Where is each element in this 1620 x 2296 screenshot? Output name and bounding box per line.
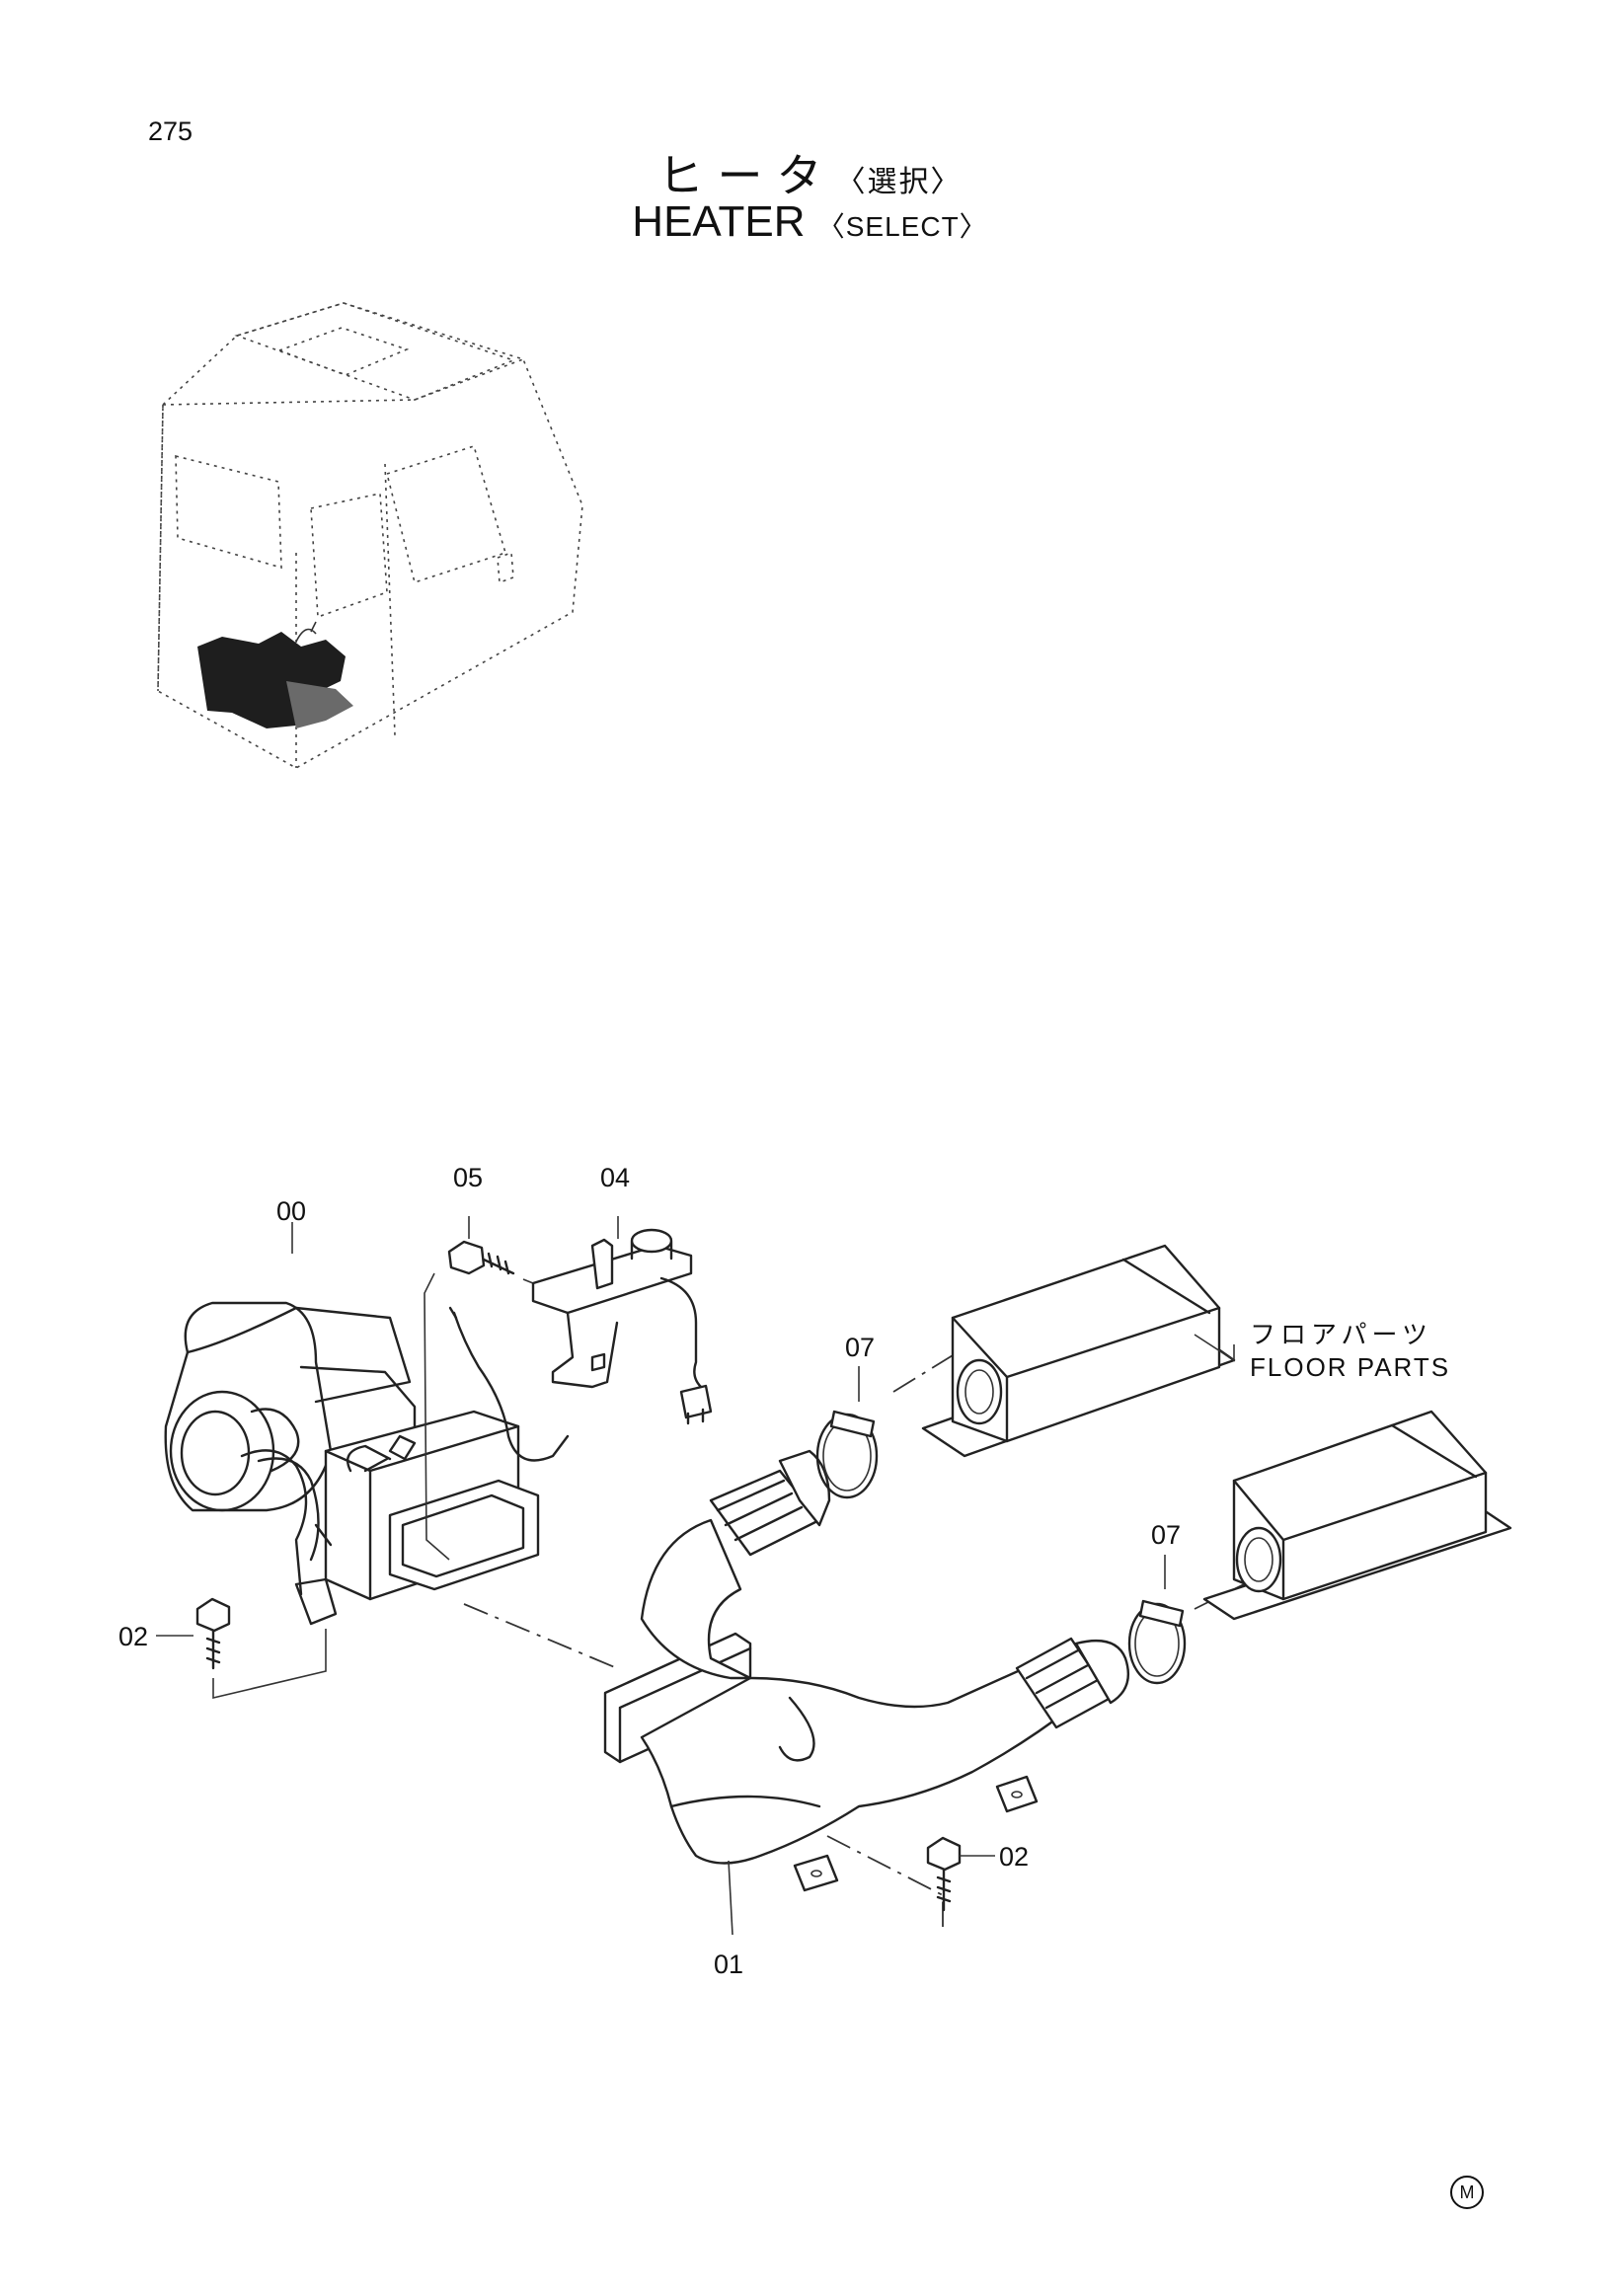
- duct-illustration: [603, 1449, 1130, 1936]
- bolt-right-illustration: [926, 1836, 995, 1912]
- page-number: 275: [148, 116, 193, 146]
- control-cable-illustration: [424, 1272, 570, 1561]
- title-english: HEATER: [632, 197, 806, 246]
- control-bracket-illustration: [531, 1216, 713, 1425]
- leader-line-upper-unit: [892, 1351, 959, 1393]
- title-japanese: ヒータ: [657, 150, 836, 201]
- leader-line-bolt-right: [826, 1835, 944, 1927]
- callout-02-right: 02: [999, 1842, 1030, 1872]
- page-title-japanese: ヒータ〈選択〉: [0, 140, 1620, 205]
- cab-overview-illustration: [157, 302, 583, 769]
- callout-07-upper: 07: [845, 1333, 876, 1362]
- bolt-left-illustration: [195, 1597, 327, 1700]
- floor-part-upper-illustration: [921, 1244, 1236, 1458]
- clamp-lower-illustration: [1127, 1555, 1187, 1685]
- callout-00: 00: [276, 1196, 307, 1226]
- title-english-note: 〈SELECT〉: [816, 211, 988, 242]
- callout-07-lower: 07: [1151, 1520, 1182, 1550]
- clamp-upper-illustration: [815, 1366, 879, 1499]
- leader-line-outlet: [463, 1603, 618, 1669]
- callout-04: 04: [600, 1163, 631, 1192]
- floor-parts-label-japanese: フロアパーツ: [1250, 1320, 1432, 1349]
- page-title-english: HEATER 〈SELECT〉: [0, 197, 1620, 247]
- floor-parts-label-english: FLOOR PARTS: [1250, 1352, 1451, 1382]
- m-mark: M: [1450, 2176, 1484, 2209]
- screw-illustration: [447, 1216, 534, 1284]
- floor-part-lower-illustration: [1202, 1410, 1512, 1621]
- heater-assembly-illustration: [164, 1301, 540, 1626]
- callout-02-left: 02: [118, 1622, 149, 1651]
- title-japanese-note: 〈選択〉: [835, 166, 963, 198]
- callout-05: 05: [453, 1163, 484, 1192]
- callout-01: 01: [714, 1950, 744, 1979]
